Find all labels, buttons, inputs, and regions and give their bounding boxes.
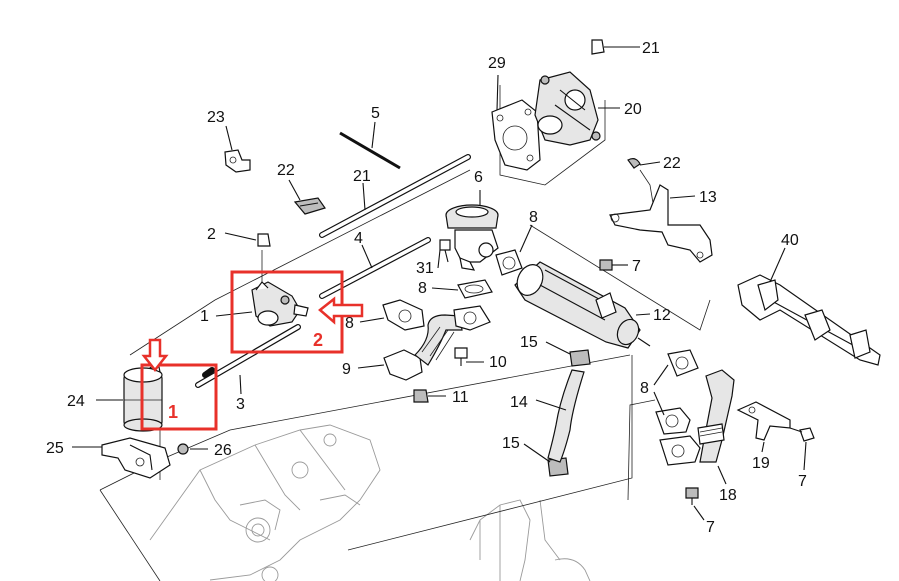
part-11-nut	[413, 389, 429, 403]
label-9: 9	[342, 361, 351, 378]
label-6: 6	[474, 169, 483, 186]
label-22: 22	[663, 155, 681, 172]
part-8-gasket-b	[457, 279, 493, 299]
label-7b: 7	[798, 473, 807, 490]
label-20: 20	[624, 101, 642, 118]
part-23-gasket	[491, 99, 541, 171]
part-6-egr-valve	[445, 204, 499, 271]
part-8-gasket-a	[495, 249, 523, 276]
part-8-gasket-c	[382, 299, 425, 331]
callout-label-2: 2	[313, 330, 323, 350]
label-7c: 7	[706, 519, 715, 536]
label-23: 29	[488, 55, 506, 72]
part-25-bracket	[101, 437, 171, 479]
part-3-tube	[195, 324, 301, 388]
label-12: 12	[653, 307, 671, 324]
part-7-bolt-b	[789, 427, 815, 442]
part-20-vacuum-pump	[534, 71, 601, 146]
part-29-clip	[224, 149, 251, 173]
part-27-tube	[319, 154, 471, 238]
part-8-gasket-d	[667, 349, 699, 377]
label-8b: 8	[418, 280, 427, 297]
part-7-bolt-c	[685, 487, 699, 505]
part-19-bracket	[736, 401, 791, 441]
highlight-callout-1: 1	[140, 338, 218, 431]
part-14-hose	[547, 369, 585, 463]
left-arrow-icon	[318, 296, 364, 325]
label-15a: 15	[520, 334, 538, 351]
part-40-pipe	[737, 274, 881, 366]
label-3: 3	[236, 396, 245, 413]
label-21: 21	[642, 40, 660, 57]
label-8d: 8	[640, 380, 649, 397]
label-19: 19	[752, 455, 770, 472]
label-28: 22	[277, 162, 295, 179]
label-5: 5	[371, 105, 380, 122]
label-10: 10	[489, 354, 507, 371]
part-2-bolt	[257, 233, 271, 247]
label-8c: 8	[345, 315, 354, 332]
leader-lines	[72, 46, 807, 521]
part-22-clip	[627, 158, 641, 169]
label-14: 14	[510, 394, 528, 411]
part-4-tube	[319, 237, 431, 299]
down-arrow-icon	[141, 338, 169, 373]
part-18-pipe	[659, 369, 735, 466]
part-15-clamp-a	[569, 349, 591, 367]
label-7a: 7	[632, 258, 641, 275]
part-number-labels: 23 22 5 21 2 4 1 3 24 25 26 29 20 21 22 …	[46, 40, 807, 536]
part-9-pipe	[383, 305, 491, 381]
label-25: 25	[46, 440, 64, 457]
label-24: 24	[67, 393, 85, 410]
label-2: 2	[207, 226, 216, 243]
highlight-box-1	[140, 363, 218, 431]
label-18: 18	[719, 487, 737, 504]
label-27: 21	[353, 168, 371, 185]
highlight-callout-2: 2	[230, 270, 364, 354]
part-7-bolt-a	[599, 259, 613, 271]
label-29: 23	[207, 109, 225, 126]
label-15b: 15	[502, 435, 520, 452]
label-11: 11	[452, 389, 469, 406]
label-31: 31	[416, 260, 434, 277]
label-13: 13	[699, 189, 717, 206]
part-28-clip	[293, 197, 326, 215]
part-10-bolt	[454, 347, 468, 366]
label-8a: 8	[529, 209, 538, 226]
part-31-bolt	[439, 239, 451, 263]
part-8-gasket-e	[655, 407, 691, 435]
label-4: 4	[354, 230, 363, 247]
part-5-rod	[339, 131, 401, 170]
part-13-bracket	[609, 184, 713, 263]
callout-label-1: 1	[168, 402, 178, 422]
label-1: 1	[200, 308, 209, 325]
part-26-nut	[177, 443, 189, 455]
engine-block-ghost	[149, 424, 591, 581]
label-40: 40	[781, 232, 799, 249]
part-12-egr-cooler	[514, 261, 651, 349]
part-1-solenoid-valve	[251, 281, 309, 327]
label-26: 26	[214, 442, 232, 459]
